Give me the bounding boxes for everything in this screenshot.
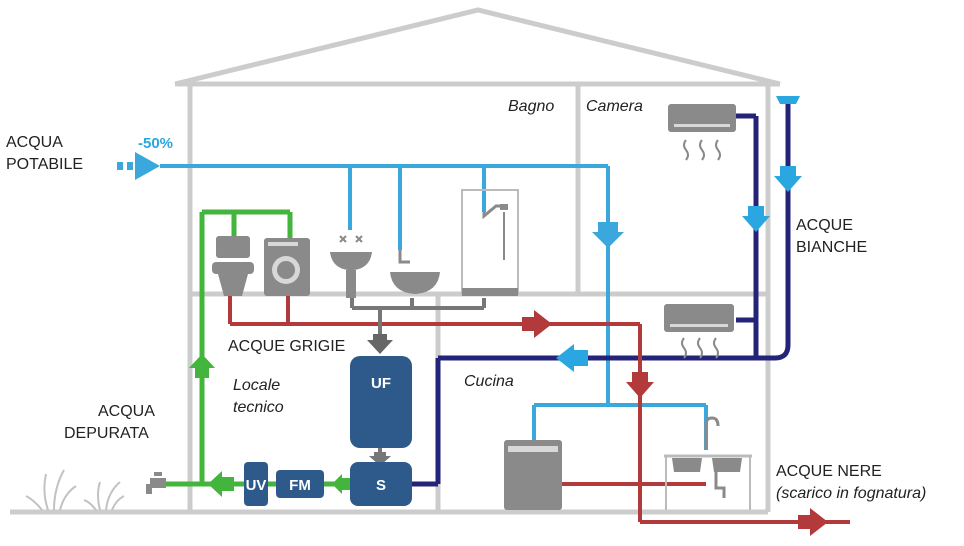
rain-left-arrow [556,344,588,372]
acque-bianche-label-line1: ACQUE [796,217,853,234]
locale-tecnico-label-line2: tecnico [233,399,284,416]
uv-unit: UV [244,462,268,506]
potable-down-arrow [592,222,624,248]
grey-down-arrow [626,372,654,398]
purified-up-arrow [189,354,215,378]
bagno-label: Bagno [508,98,554,115]
fm-unit: FM [276,470,324,498]
acqua-potabile-label-line1: ACQUA [6,134,63,151]
grey-collector-pipes [350,298,486,334]
camera-label: Camera [586,98,643,115]
rain-down-arrow-2 [742,206,770,232]
purified-left-arrow [208,471,234,497]
acqua-potabile-label-line2: POTABILE [6,156,83,173]
acqua-depurata-label-line1: ACQUA [98,403,155,420]
acque-grigie-label: ACQUE GRIGIE [228,338,345,355]
scarico-label: (scarico in fognatura) [776,485,926,502]
uf-unit: UF [350,356,412,448]
sink-icon [330,235,372,298]
rain-down-arrow-1 [774,166,802,192]
kitchen-sink-icon [664,416,752,510]
acque-nere-label: ACQUE NERE [776,463,882,480]
acqua-depurata-label-line2: DEPURATA [64,425,149,442]
purified-left-arrow-small [332,474,350,494]
grey-collector-arrow [367,334,393,354]
potable-inlet-arrow [117,152,160,180]
toilet-icon [212,236,254,296]
air-conditioner-icon [664,304,734,359]
s-label: S [376,477,386,494]
dishwasher-icon [504,440,562,510]
fm-label: FM [289,477,311,494]
acque-bianche-label-line2: BIANCHE [796,239,867,256]
washbasin-icon [390,250,440,294]
cucina-label: Cucina [464,373,514,390]
black-water-outlet-arrow [798,508,828,536]
grey-right-arrow [522,310,552,338]
uv-label: UV [246,477,267,494]
grass-icon [25,469,125,511]
air-conditioner-icon [668,104,736,161]
uf-label: UF [371,375,391,392]
locale-tecnico-label-line1: Locale [233,377,280,394]
s-unit: S [350,462,412,506]
reduction-label: -50% [138,135,173,152]
uf-down-arrow [369,452,391,466]
shower-icon [461,189,519,296]
washing-machine-icon [264,238,310,296]
tap-icon [146,472,166,494]
rain-gutter-icon [776,96,800,104]
